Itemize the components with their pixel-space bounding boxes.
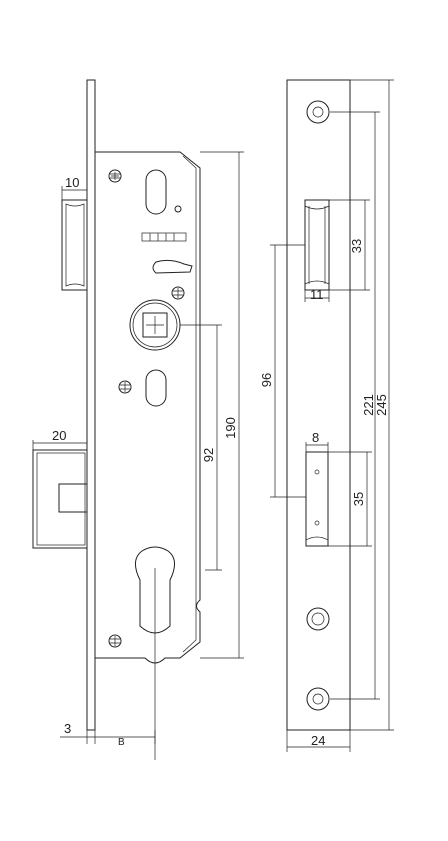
strike-plate-view: [286, 79, 351, 731]
dim-20: 20: [52, 428, 66, 443]
dim-96: 96: [259, 373, 274, 387]
latch-bolt: [61, 199, 88, 291]
dim-B: B: [118, 737, 125, 748]
right-dimensions: 96 33 11 8 35 221 245 24: [259, 79, 394, 752]
dim-92: 92: [201, 448, 216, 462]
strike-plate: [286, 79, 351, 731]
hole-bottom: [306, 687, 330, 711]
cam: [152, 259, 193, 274]
dim-221: 221: [361, 394, 376, 416]
lock-case: [94, 151, 201, 664]
bolt-opening: [305, 451, 329, 547]
screw-top: [108, 169, 122, 183]
dim-24: 24: [311, 733, 325, 748]
dim-3: 3: [64, 721, 71, 736]
dim-35: 35: [351, 492, 366, 506]
lock-body-view: [32, 79, 201, 760]
cylinder-cutout: [135, 546, 175, 634]
latch-opening: [304, 199, 330, 291]
dim-33: 33: [349, 239, 364, 253]
screw-middle-right: [171, 286, 185, 300]
handle-follower: [129, 299, 181, 351]
slot-middle: [145, 369, 167, 407]
dim-8: 8: [312, 430, 319, 445]
slot-top: [145, 169, 167, 215]
hole-top: [306, 100, 330, 124]
label-plate: [141, 232, 187, 242]
dim-11: 11: [310, 287, 324, 302]
screw-bottom: [108, 634, 122, 648]
dim-190: 190: [223, 417, 238, 439]
left-dimensions: 10 20 92 190 3 B: [32, 151, 244, 748]
dim-10: 10: [65, 175, 79, 190]
hole-lower: [306, 607, 330, 631]
small-hole: [174, 205, 182, 213]
faceplate: [86, 79, 96, 731]
dead-bolt: [32, 449, 88, 549]
dim-245: 245: [374, 394, 389, 416]
screw-middle-left: [118, 380, 132, 394]
